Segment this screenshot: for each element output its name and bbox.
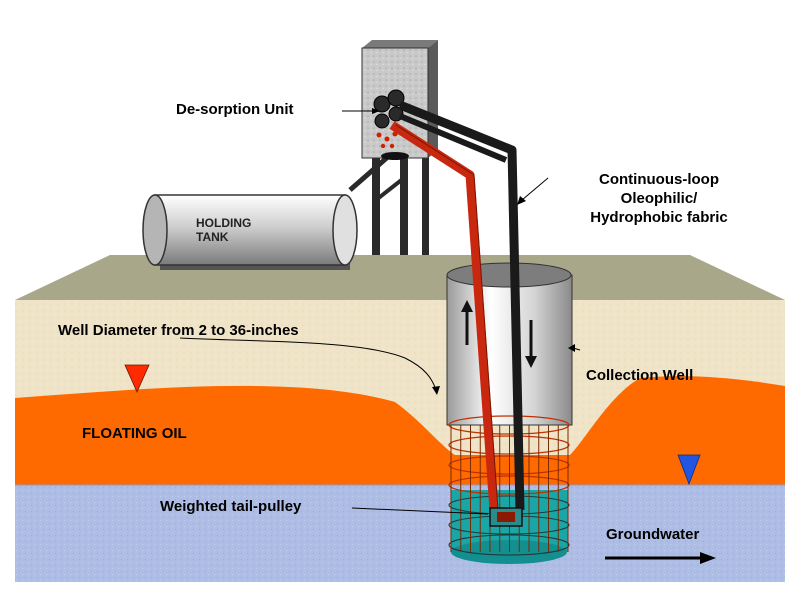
tail-pulley — [489, 507, 523, 527]
groundwater-flow-arrow-icon — [605, 552, 716, 564]
desorption-unit — [361, 40, 438, 160]
desorption-unit-label: De-sorption Unit — [176, 101, 294, 118]
belt-red — [389, 121, 499, 511]
well-screen — [448, 415, 570, 564]
fabric-label-line3: Hydrophobic fabric — [590, 209, 728, 226]
groundwater-layer — [15, 485, 785, 582]
holding-tank — [142, 194, 358, 270]
oil-level-marker-icon — [124, 364, 150, 393]
fabric-label-line1: Continuous-loop — [599, 171, 719, 188]
floating-oil-label: FLOATING OIL — [82, 425, 187, 442]
collection-well — [446, 262, 573, 426]
floating-oil-layer — [15, 376, 785, 485]
support-frame — [348, 150, 429, 255]
leader-tail-pulley — [351, 507, 489, 515]
holding-tank-label-line1: HOLDING — [196, 216, 252, 230]
arrow-down-icon — [525, 320, 537, 368]
ground-surface — [15, 255, 785, 300]
fabric-label-line2: Oleophilic/ — [620, 190, 698, 207]
groundwater-label: Groundwater — [606, 526, 700, 543]
water-level-marker-icon — [677, 454, 701, 486]
leader-well-diameter — [179, 337, 437, 391]
belt-black — [398, 100, 525, 511]
collection-well-label: Collection Well — [586, 367, 694, 384]
leader-fabric — [521, 177, 549, 201]
well-diameter-label: Well Diameter from 2 to 36-inches — [58, 322, 299, 339]
arrow-up-icon — [461, 300, 473, 345]
tail-pulley-label: Weighted tail-pulley — [160, 498, 302, 515]
holding-tank-label-line2: TANK — [196, 230, 229, 244]
